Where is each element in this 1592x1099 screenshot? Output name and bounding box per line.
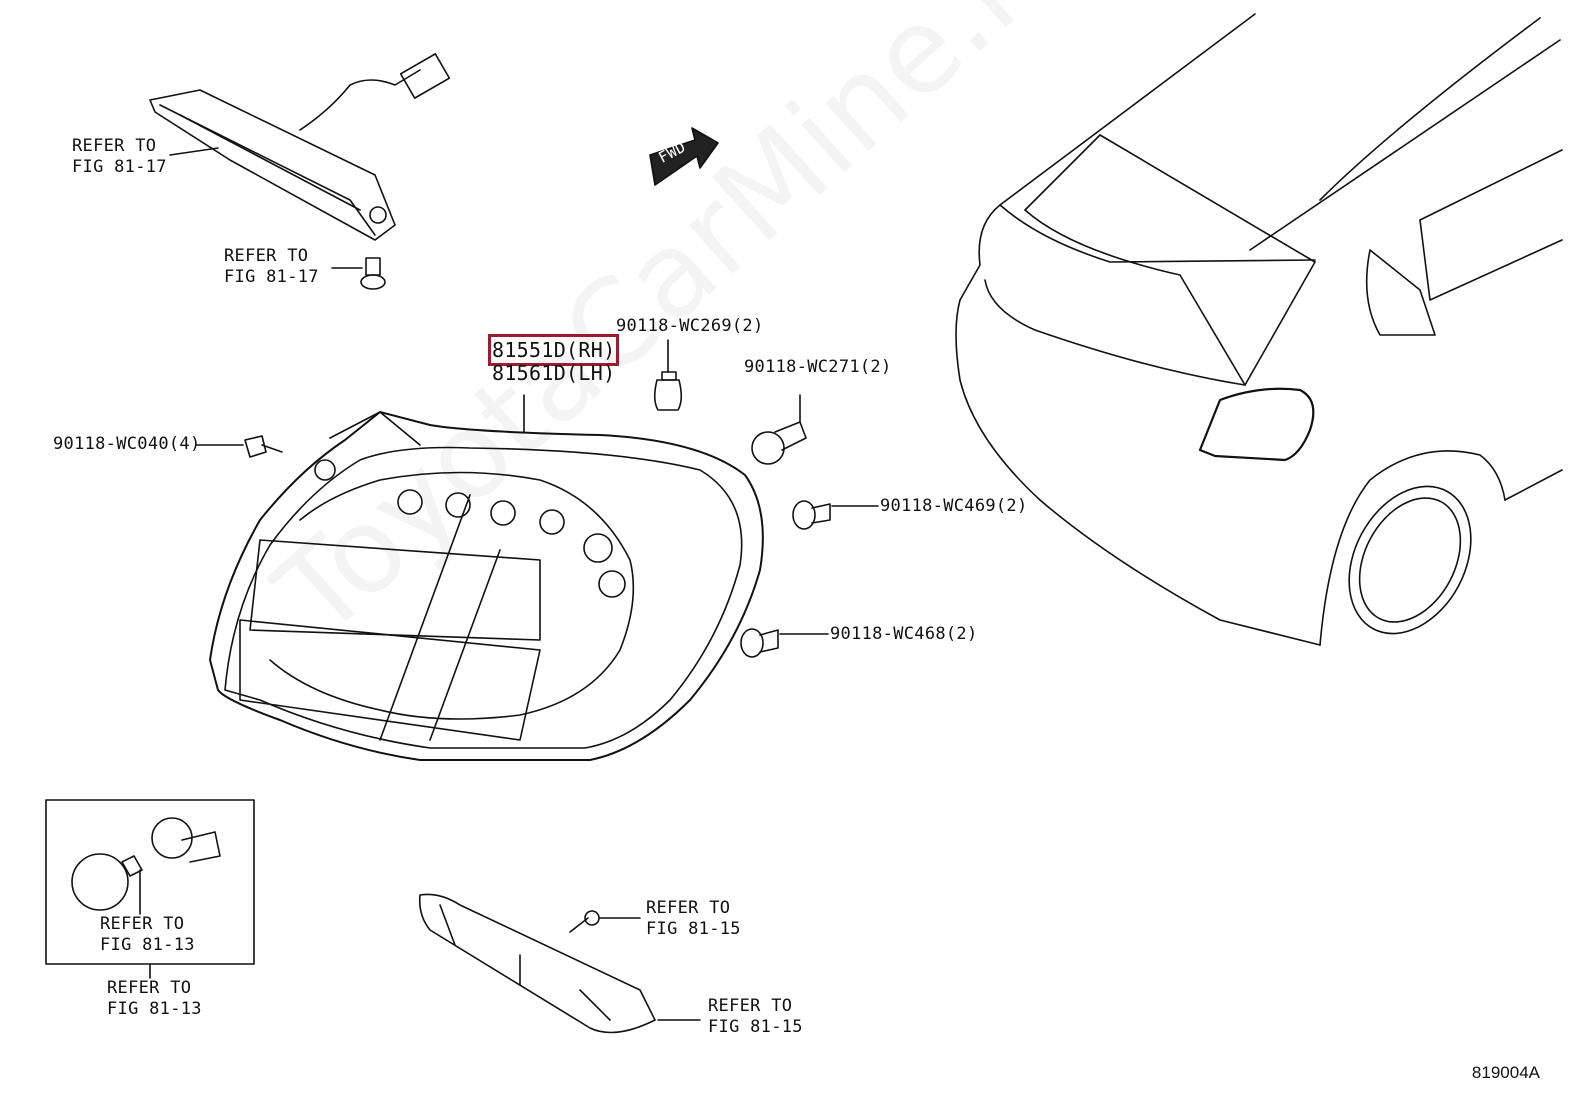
label-refer-fig-81-13-outer[interactable]: REFER TO FIG 81-13 (107, 978, 202, 1019)
label-90118-wc469[interactable]: 90118-WC469(2) (880, 496, 1028, 516)
label-refer-fig-81-15-b[interactable]: REFER TO FIG 81-15 (708, 996, 803, 1037)
label-part-81561d-lh[interactable]: 81561D(LH) (492, 361, 616, 385)
rear-reflector (418, 893, 656, 1034)
label-90118-wc468[interactable]: 90118-WC468(2) (830, 624, 978, 644)
high-mount-stop-lamp (149, 53, 451, 241)
reflector-screw (569, 910, 641, 933)
label-90118-wc040[interactable]: 90118-WC040(4) (53, 434, 201, 454)
clip-wc468 (740, 628, 829, 658)
label-90118-wc271[interactable]: 90118-WC271(2) (744, 357, 892, 377)
stop-lamp-screw (331, 257, 386, 290)
label-refer-fig-81-13-inner[interactable]: REFER TO FIG 81-13 (100, 914, 195, 955)
label-refer-fig-81-15-a[interactable]: REFER TO FIG 81-15 (646, 898, 741, 939)
label-part-81551d-rh[interactable]: 81551D(RH) (487, 334, 620, 366)
label-refer-fig-81-17-b[interactable]: REFER TO FIG 81-17 (224, 246, 319, 287)
socket-bulb-inset (45, 799, 255, 979)
label-90118-wc269[interactable]: 90118-WC269(2) (616, 316, 764, 336)
rear-combination-lamp (209, 394, 764, 761)
wedge-bulb (653, 339, 683, 411)
clip-wc469 (792, 500, 879, 530)
fwd-arrow (649, 127, 719, 186)
car-body-outline (955, 13, 1563, 646)
lamp-bolt (196, 435, 283, 458)
label-refer-fig-81-17-a[interactable]: REFER TO FIG 81-17 (72, 136, 167, 177)
bayonet-bulb (751, 394, 807, 465)
figure-code: 819004A (1471, 1063, 1540, 1082)
